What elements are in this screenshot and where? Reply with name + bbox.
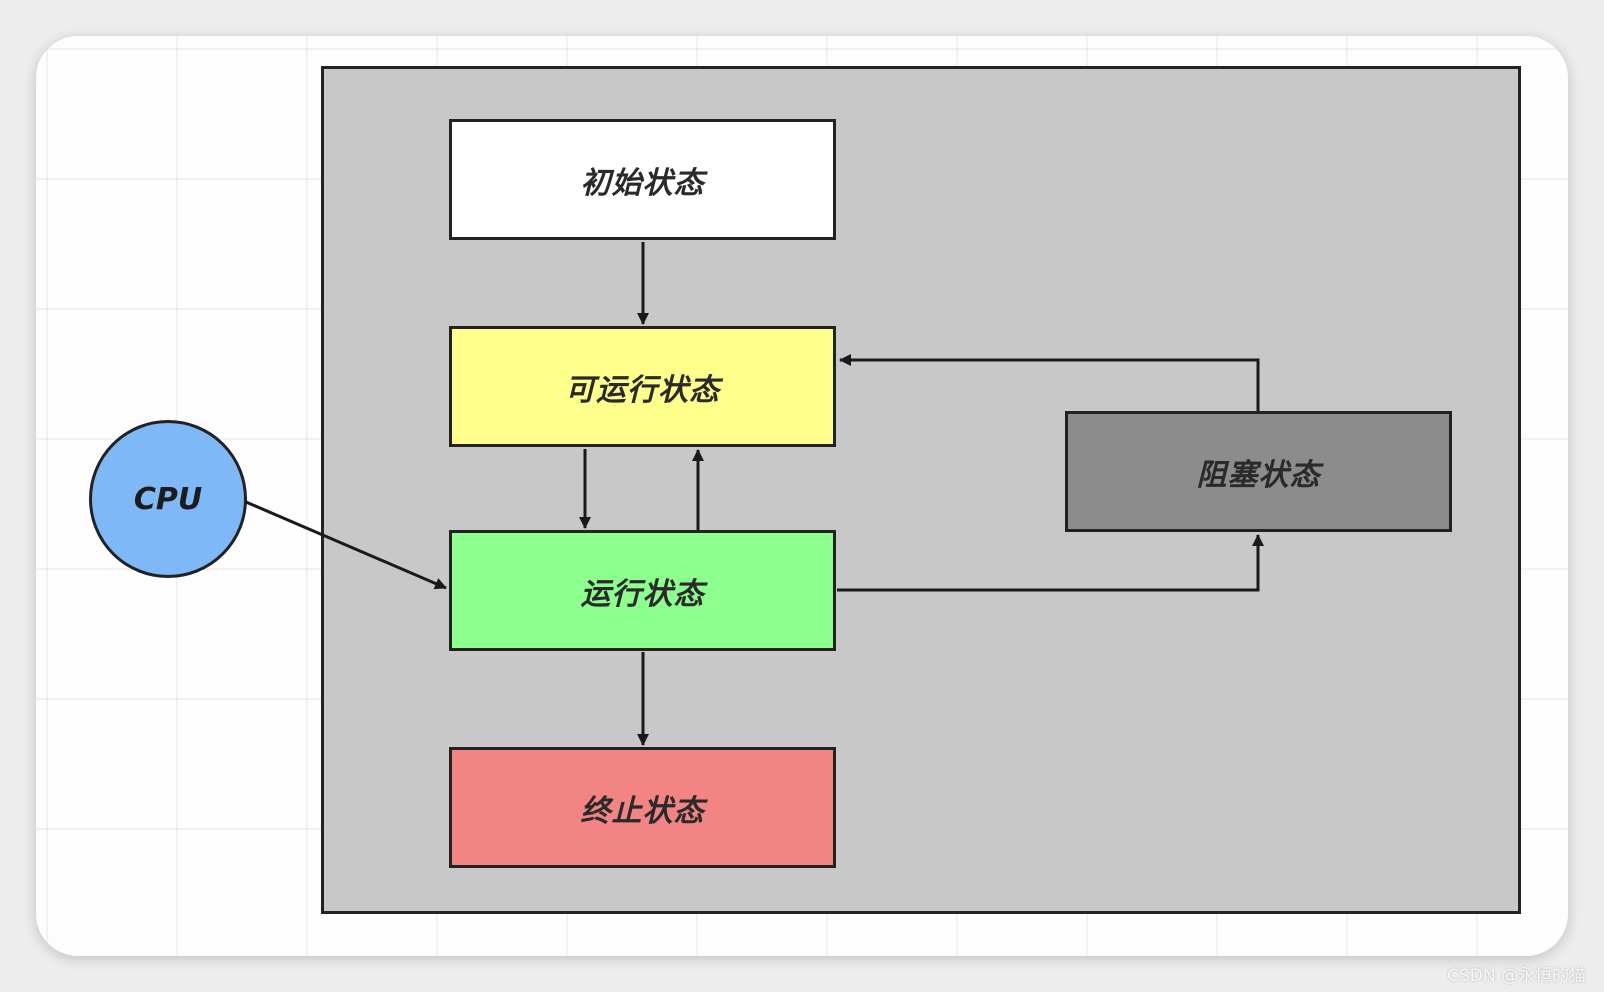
- state-blocked: 阻塞状态: [1065, 411, 1452, 532]
- state-runnable: 可运行状态: [449, 326, 836, 447]
- state-terminated-label: 终止状态: [580, 793, 705, 829]
- state-initial-label: 初始状态: [580, 165, 705, 201]
- cpu-node: CPU: [89, 420, 247, 578]
- cpu-label: CPU: [133, 481, 203, 517]
- state-initial: 初始状态: [449, 119, 836, 240]
- watermark: CSDN @永恒的猫: [1447, 966, 1586, 986]
- state-running: 运行状态: [449, 530, 836, 651]
- state-blocked-label: 阻塞状态: [1196, 457, 1321, 493]
- state-runnable-label: 可运行状态: [565, 372, 720, 408]
- state-terminated: 终止状态: [449, 747, 836, 868]
- state-running-label: 运行状态: [580, 576, 705, 612]
